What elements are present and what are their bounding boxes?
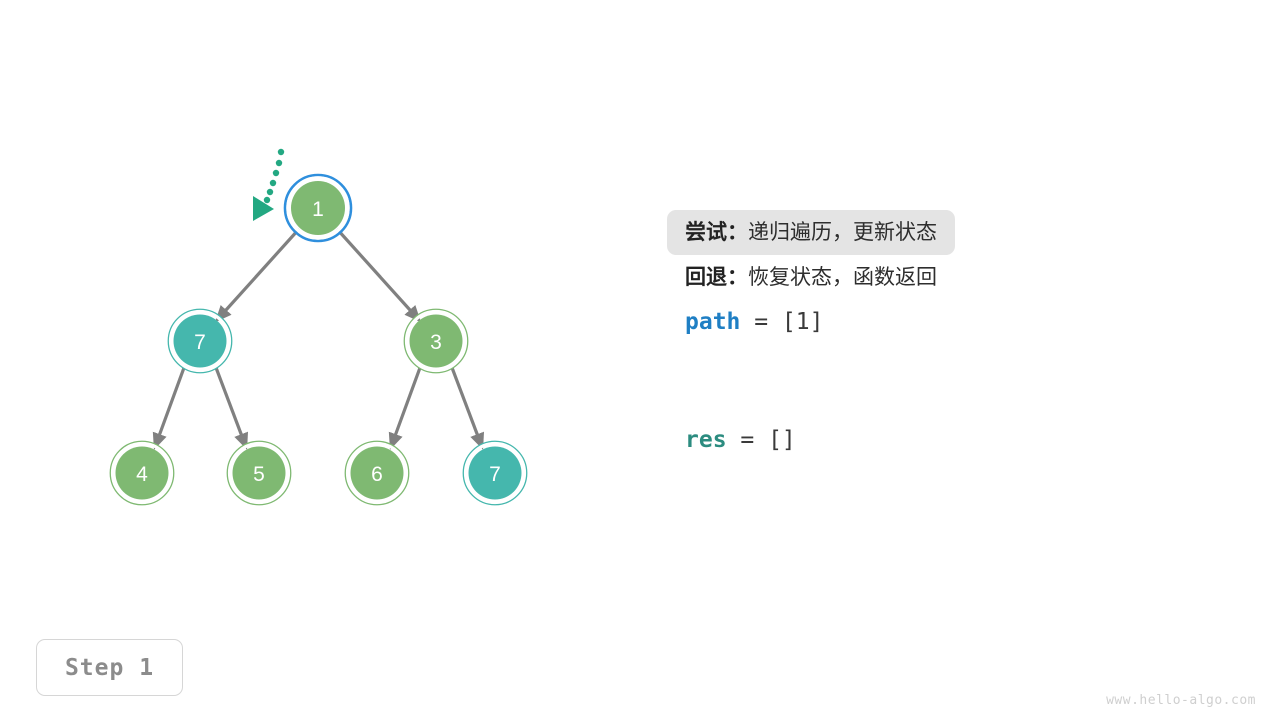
- node-ring-gap: [463, 441, 527, 505]
- edge-3-7r: [449, 364, 485, 450]
- node-circle: [173, 314, 227, 368]
- binary-tree-diagram: 1 7 3 4 5: [109, 148, 528, 506]
- node-label: 4: [136, 463, 148, 486]
- pointer-dot: [277, 148, 285, 156]
- edge-7-4: [152, 364, 187, 450]
- node-label: 6: [371, 463, 383, 486]
- pointer-dot: [275, 159, 283, 167]
- path-variable-value: = [1]: [740, 309, 824, 335]
- node-label: 1: [312, 198, 324, 221]
- node-ring-gap: [168, 309, 232, 373]
- node-ring: [109, 440, 175, 506]
- back-line-text: 恢复状态，函数返回: [748, 266, 937, 289]
- edge-7-5: [213, 364, 249, 450]
- back-line-row: 回退：恢复状态，函数返回: [685, 255, 1245, 300]
- pointer-arrowhead-icon: [253, 196, 274, 221]
- node-ring-gap: [286, 176, 350, 240]
- step-badge-label: Step 1: [64, 654, 155, 681]
- watermark: www.hello-algo.com: [1106, 693, 1256, 708]
- res-variable-value: = []: [726, 427, 796, 453]
- pointer-dot: [266, 188, 274, 196]
- node-ring: [167, 308, 233, 374]
- dotted-arrow-pointer: [253, 148, 285, 221]
- node-ring: [462, 440, 528, 506]
- back-line-label: 回退：: [685, 266, 748, 289]
- tree-nodes: 1 7 3 4 5: [109, 173, 528, 506]
- res-variable-name: res: [685, 427, 727, 453]
- info-panel: 尝试：递归遍历，更新状态 回退：恢复状态，函数返回 path = [1] res…: [667, 210, 1245, 462]
- node-ring-gap: [227, 441, 291, 505]
- pointer-dot: [269, 179, 277, 187]
- try-line-label: 尝试：: [685, 221, 748, 244]
- node-ring-gap: [110, 441, 174, 505]
- node-circle: [409, 314, 463, 368]
- node-ring-gap: [345, 441, 409, 505]
- tree-node-6[interactable]: 6: [344, 440, 410, 506]
- pointer-dot: [272, 169, 280, 177]
- node-circle: [350, 446, 404, 500]
- try-line-row: 尝试：递归遍历，更新状态: [667, 210, 1245, 255]
- node-label: 7: [489, 463, 501, 486]
- node-circle: [291, 181, 345, 235]
- try-line: 尝试：递归遍历，更新状态: [667, 210, 955, 255]
- tree-node-3[interactable]: 3: [403, 308, 469, 374]
- node-circle: [468, 446, 522, 500]
- node-ring-gap: [404, 309, 468, 373]
- panel-spacer: [685, 344, 1245, 418]
- step-badge: Step 1: [36, 639, 183, 696]
- pointer-dot: [263, 196, 271, 204]
- path-variable-name: path: [685, 309, 741, 335]
- edge-3-6: [388, 364, 423, 450]
- tree-node-5[interactable]: 5: [226, 440, 292, 506]
- node-circle: [115, 446, 169, 500]
- node-label: 3: [430, 331, 442, 354]
- tree-node-1[interactable]: 1: [283, 173, 353, 243]
- tree-edges: [152, 227, 485, 450]
- node-ring: [344, 440, 410, 506]
- node-label: 5: [253, 463, 265, 486]
- tree-node-7-left[interactable]: 7: [167, 308, 233, 374]
- res-state-line: res = []: [685, 418, 1245, 462]
- try-line-text: 递归遍历，更新状态: [748, 221, 937, 244]
- node-circle: [232, 446, 286, 500]
- node-ring: [226, 440, 292, 506]
- edge-1-7: [214, 227, 301, 323]
- node-label: 7: [194, 331, 206, 354]
- back-line: 回退：恢复状态，函数返回: [667, 255, 955, 300]
- tree-node-4[interactable]: 4: [109, 440, 175, 506]
- tree-node-7-right[interactable]: 7: [462, 440, 528, 506]
- node-ring-highlight: [283, 173, 353, 243]
- path-state-line: path = [1]: [685, 300, 1245, 344]
- edge-1-3: [335, 227, 422, 323]
- node-ring: [403, 308, 469, 374]
